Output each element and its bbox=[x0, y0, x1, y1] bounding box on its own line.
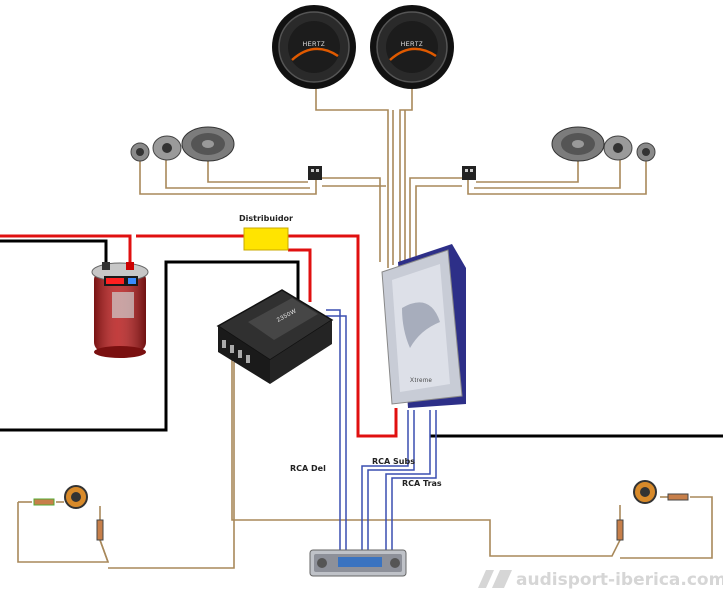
watermark: audisport-iberica.com bbox=[478, 570, 723, 590]
component-speakers-right bbox=[462, 126, 656, 180]
capacitor bbox=[91, 262, 149, 358]
head-unit bbox=[309, 549, 407, 577]
distributor: Distribuidor bbox=[239, 214, 293, 251]
component-speakers-left bbox=[130, 126, 322, 180]
rca-rear-label: RCA Tras bbox=[402, 479, 442, 488]
crossover-right bbox=[462, 166, 476, 180]
svg-text:Xtreme: Xtreme bbox=[410, 378, 433, 384]
watermark-text: audisport-iberica.com bbox=[516, 570, 723, 590]
amplifier-small: 2350W bbox=[216, 289, 334, 384]
rca-cables bbox=[326, 309, 437, 552]
subwoofer-right: HERTZ bbox=[370, 5, 454, 89]
amplifier-large: Xtreme bbox=[381, 244, 466, 408]
rca-subs-label: RCA Subs bbox=[372, 457, 415, 466]
ground-wires bbox=[0, 239, 723, 438]
rca-front-label: RCA Del bbox=[290, 464, 326, 473]
subwoofer-right-brand: HERTZ bbox=[401, 42, 423, 48]
distributor-label: Distribuidor bbox=[239, 214, 293, 223]
subwoofer-left-brand: HERTZ bbox=[303, 42, 325, 48]
rear-speaker-left bbox=[33, 485, 104, 541]
subwoofer-left: HERTZ bbox=[272, 5, 356, 89]
rear-speaker-right bbox=[616, 480, 689, 541]
crossover-left bbox=[308, 166, 322, 180]
power-wires bbox=[0, 234, 398, 438]
